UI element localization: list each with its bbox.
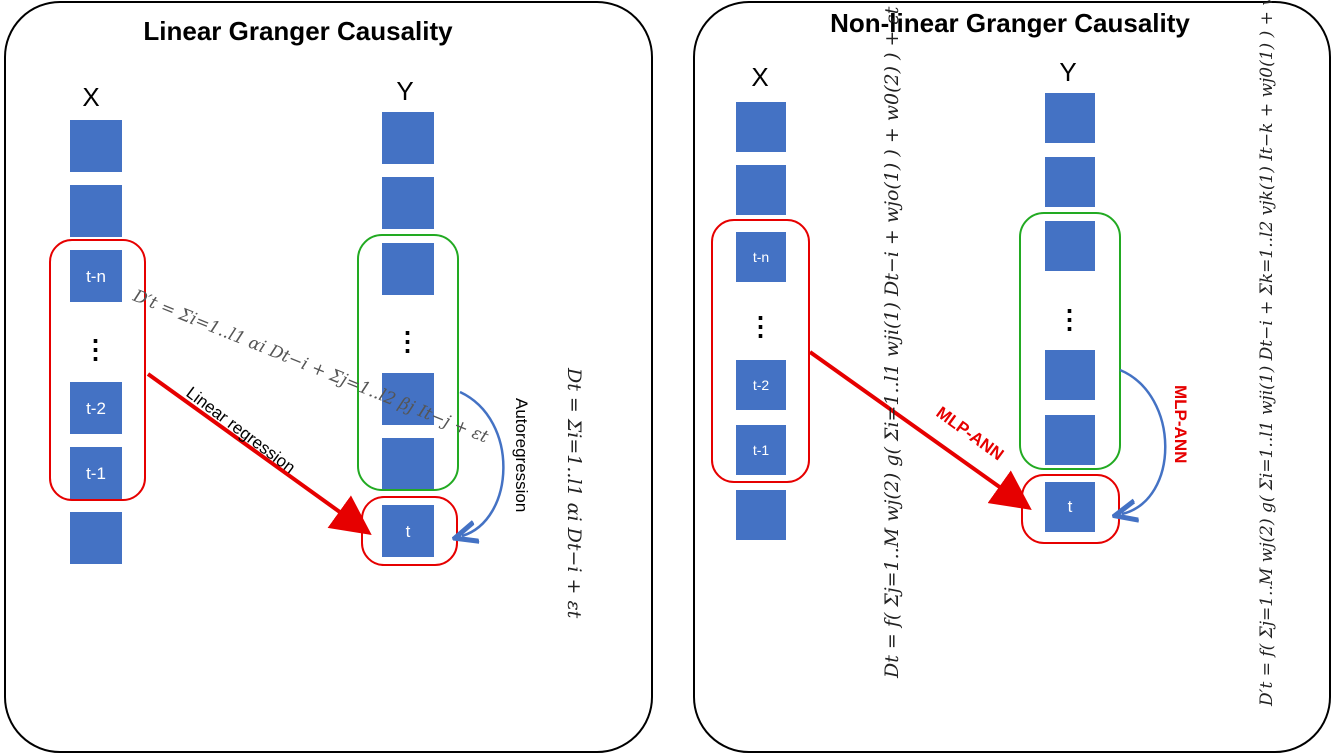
nonlinear-x-lag-window [711,219,810,483]
series-cell [1045,93,1095,143]
linear-panel-title: Linear Granger Causality [143,16,453,46]
mlp-auto-label: MLP-ANN [1171,385,1190,463]
linear-regression-label: Linear regression [183,383,299,477]
linear-y-series: ⋮ t [382,112,434,557]
linear-x-dots: ⋮ [83,334,110,364]
series-cell [70,185,122,237]
series-cell [736,490,786,540]
nonlinear-x-series: t-n ⋮ t-2 t-1 [736,102,786,540]
linear-x-label: X [82,82,99,112]
series-cell [736,102,786,152]
series-cell [736,232,786,282]
series-cell [382,177,434,229]
cell-label-t-n: t-n [86,267,106,286]
series-cell [70,512,122,564]
nonlinear-panel-title: Non-linear Granger Causality [830,8,1190,38]
nonlinear-panel-frame [693,1,1331,753]
mlp-cross-label: MLP-ANN [933,403,1008,464]
series-cell [70,120,122,172]
linear-regression-arrow [146,372,372,536]
series-cell [1045,157,1095,207]
autoregression-arrow [460,390,505,536]
linear-x-lag-window [49,239,146,501]
series-cell [382,438,434,490]
series-cell [382,505,434,557]
series-cell [1045,221,1095,271]
series-cell [736,360,786,410]
series-cell [1045,350,1095,400]
linear-cross-equation: D′t = Σi=1..l1 αi Dt−i + Σj=1..l2 βj It−… [129,286,491,448]
linear-y-label: Y [396,76,413,106]
series-cell [736,425,786,475]
nonlinear-y-lag-window [1019,212,1121,470]
nonlinear-cross-equation: D′t = f( Σj=1..M wj(2) g( Σi=1..l1 wji(1… [1257,0,1277,707]
nonlinear-auto-equation: Dt = f( Σj=1..M wj(2) g( Σi=1..l1 wji(1)… [881,6,903,679]
nonlinear-panel: Non-linear Granger Causality X Y t-n ⋮ t… [693,0,1331,753]
mlp-auto-arrow [1120,368,1167,514]
linear-panel-frame [4,1,653,753]
nonlinear-x-dots: ⋮ [748,311,775,341]
linear-panel: Linear Granger Causality X Y t-n ⋮ t-2 t… [4,1,653,753]
series-cell [70,250,122,302]
linear-auto-equation: Dt = Σi=1..l1 αi Dt−i + εt [563,367,585,619]
linear-y-dots: ⋮ [395,326,422,356]
series-cell [382,373,434,425]
series-cell [382,112,434,164]
nonlinear-y-dots: ⋮ [1057,304,1084,334]
series-cell [1045,415,1095,465]
cell-label-t-1: t-1 [86,464,106,483]
linear-y-lag-window [357,234,459,491]
series-cell [70,447,122,499]
mlp-cross-arrow [808,350,1032,510]
cell-label-t: t [1068,497,1073,516]
cell-label-t-n: t-n [753,249,769,265]
cell-label-t-2: t-2 [86,399,106,418]
cell-label-t: t [406,522,411,541]
series-cell [736,165,786,215]
cell-label-t-2: t-2 [753,377,770,393]
series-cell [382,243,434,295]
nonlinear-x-label: X [751,62,768,92]
series-cell [70,382,122,434]
series-cell [1045,482,1095,532]
nonlinear-y-label: Y [1059,57,1076,87]
autoregression-label: Autoregression [512,398,531,512]
linear-x-series: t-n ⋮ t-2 t-1 [70,120,122,564]
cell-label-t-1: t-1 [753,442,770,458]
nonlinear-y-series: ⋮ t [1045,93,1095,532]
